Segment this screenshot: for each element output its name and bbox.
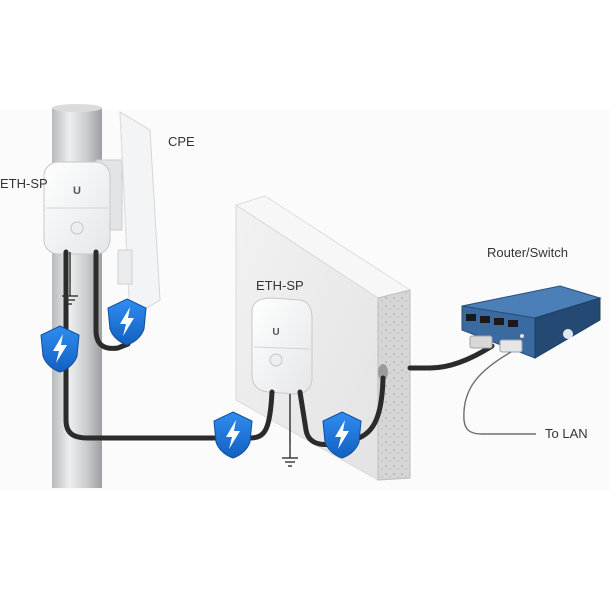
lan-cable xyxy=(463,351,536,435)
cpe-label: CPE xyxy=(168,134,195,149)
ubiquiti-u-logo-icon xyxy=(513,10,567,79)
cable-cpe-loop xyxy=(93,249,131,351)
eth-sp-wall-device: U xyxy=(251,297,313,395)
router-switch-label: Router/Switch xyxy=(487,245,568,260)
pole-top xyxy=(52,104,102,112)
eth-sp-wall-label: ETH-SP xyxy=(256,278,304,293)
cable-pole-to-wall xyxy=(63,249,223,441)
pole-device-mark: U xyxy=(73,185,81,197)
cable-to-router xyxy=(407,343,495,371)
rj45-connector xyxy=(469,335,493,349)
rj45-connector xyxy=(499,339,523,353)
wall-device-mark: U xyxy=(272,327,279,338)
eth-sp-pole-label: ETH-SP xyxy=(0,176,48,191)
router-switch xyxy=(461,285,602,359)
to-lan-label: To LAN xyxy=(545,426,588,441)
eth-sp-pole-device: U xyxy=(43,161,111,255)
